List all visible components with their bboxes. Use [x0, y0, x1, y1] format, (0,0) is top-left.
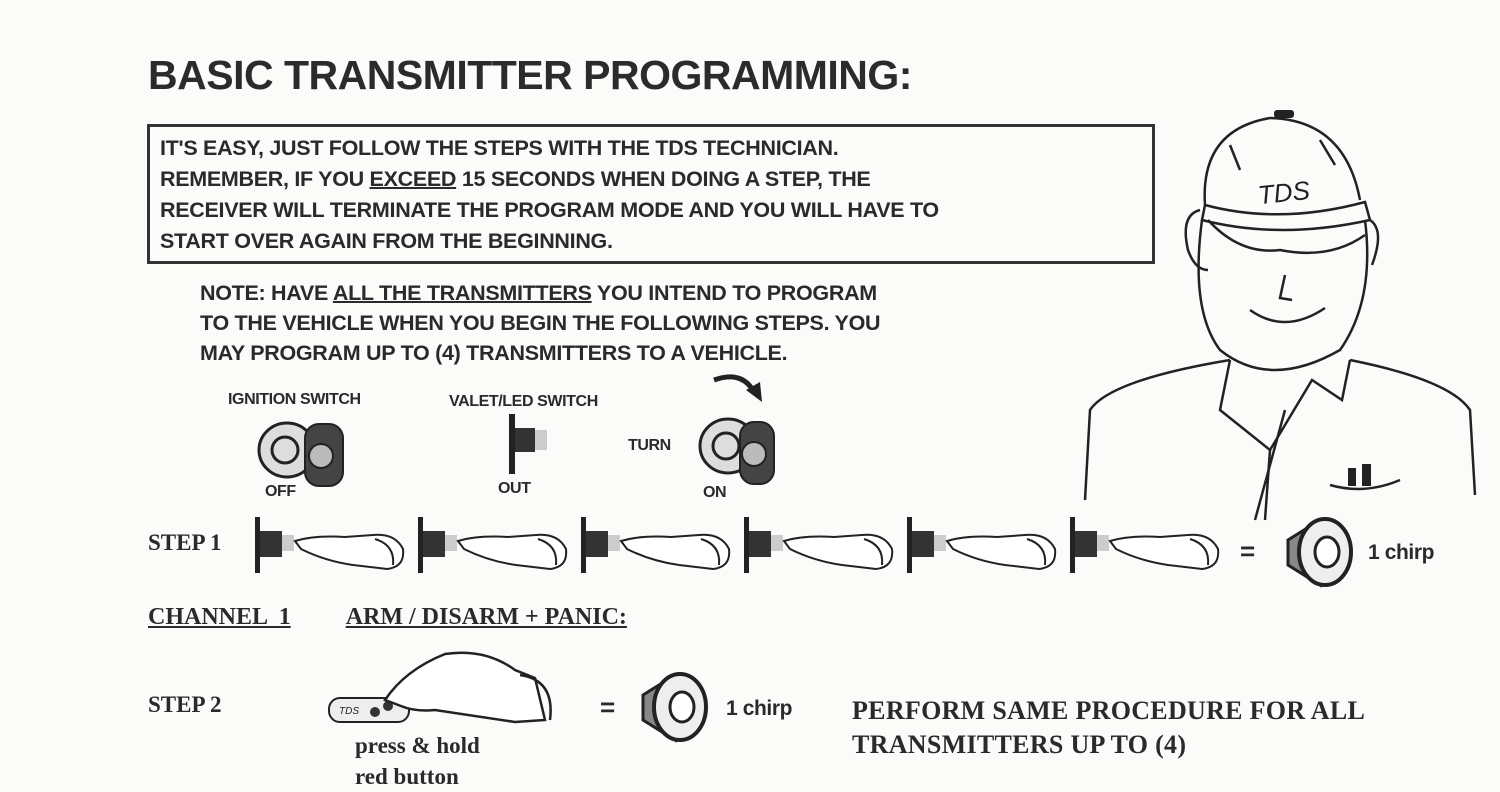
button-press-icon — [1070, 517, 1220, 573]
note: NOTE: HAVE ALL THE TRANSMITTERS YOU INTE… — [200, 281, 881, 365]
valet-switch-label: VALET/LED SWITCH — [449, 393, 598, 410]
page-title: BASIC TRANSMITTER PROGRAMMING: — [148, 52, 912, 98]
instruction-line: REMEMBER, IF YOU EXCEED 15 SECONDS WHEN … — [160, 167, 871, 191]
button-press-icon — [744, 517, 894, 573]
step2-result: 1 chirp — [726, 697, 793, 720]
button-press-icon — [418, 517, 568, 573]
instruction-line: RECEIVER WILL TERMINATE THE PROGRAM MODE… — [160, 198, 939, 222]
ignition-on-label: ON — [703, 484, 727, 501]
button-press-icon — [255, 517, 405, 573]
hand-pressing-fob-icon: TDS — [328, 651, 552, 724]
step2-equals: = — [600, 692, 615, 722]
siren-icon — [1286, 517, 1353, 588]
fob-logo: TDS — [339, 706, 359, 717]
cap-logo: TDS — [1256, 175, 1312, 210]
button-press-icon — [907, 517, 1057, 573]
technician-illustration: TDS — [1083, 110, 1477, 521]
ignition-off-label: OFF — [265, 483, 296, 500]
step1-equals: = — [1240, 536, 1255, 566]
ignition-key-on-icon — [698, 374, 775, 485]
ignition-switch-label: IGNITION SWITCH — [228, 391, 361, 408]
instruction-line: IT'S EASY, JUST FOLLOW THE STEPS WITH TH… — [160, 136, 839, 160]
instruction-line: START OVER AGAIN FROM THE BEGINNING. — [160, 229, 613, 253]
siren-icon — [641, 672, 708, 743]
instructions-box: IT'S EASY, JUST FOLLOW THE STEPS WITH TH… — [147, 124, 1155, 264]
step2-label: STEP 2 — [148, 692, 222, 717]
valet-out-label: OUT — [498, 480, 531, 497]
step1-result: 1 chirp — [1368, 541, 1435, 564]
button-press-icon — [581, 517, 731, 573]
ignition-key-off-icon — [257, 421, 344, 487]
valet-switch-icon — [509, 414, 547, 474]
turn-label: TURN — [628, 437, 671, 454]
step1-label: STEP 1 — [148, 530, 222, 555]
